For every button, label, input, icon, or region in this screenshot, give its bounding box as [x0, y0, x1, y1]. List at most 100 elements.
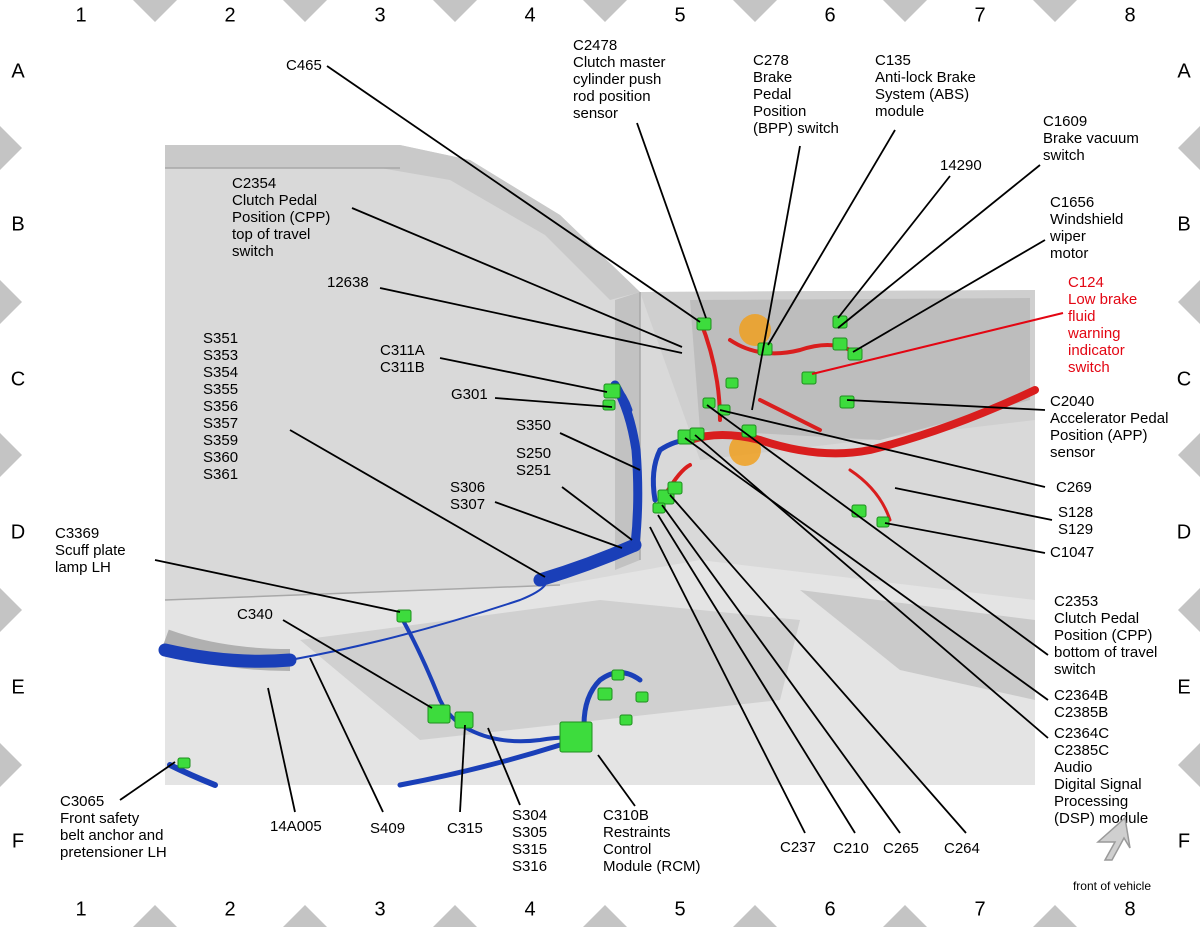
callout-line: Windshield — [1050, 211, 1123, 228]
callout-line: switch — [1054, 661, 1096, 678]
callout-line: Scuff plate — [55, 542, 126, 559]
callout-line: S128 — [1058, 504, 1093, 521]
callout-c1047: C1047 — [1050, 544, 1094, 561]
grid-row-label-right: E — [1177, 676, 1190, 698]
frame-marker-left — [0, 280, 22, 324]
leader-line — [494, 501, 623, 549]
callout-line: S250 — [516, 445, 551, 462]
callout-line: (BPP) switch — [753, 120, 839, 137]
callout-line: S315 — [512, 841, 547, 858]
connector-icon — [696, 317, 712, 331]
callout-line: Position — [753, 103, 806, 120]
callout-line: Brake vacuum — [1043, 130, 1139, 147]
connector-icon — [619, 714, 633, 726]
callout-line: Module (RCM) — [603, 858, 701, 875]
grid-column-label-top: 2 — [224, 4, 235, 26]
callout-text: C1047 — [1050, 544, 1094, 561]
callout-line: G301 — [451, 386, 488, 403]
frame-marker-right — [1178, 126, 1200, 170]
callout-line: Processing — [1054, 793, 1128, 810]
leader-line — [661, 504, 901, 834]
callout-line: C310B — [603, 807, 649, 824]
callout-line: S129 — [1058, 521, 1093, 538]
leader-line — [684, 437, 1049, 701]
front-of-vehicle-indicator: front of vehicle — [1073, 816, 1151, 893]
grid-row-label-right: F — [1178, 830, 1190, 852]
callout-line: C265 — [883, 840, 919, 857]
leader-line — [494, 397, 613, 408]
callout-line: C311B — [380, 359, 425, 376]
leader-line — [846, 399, 1046, 411]
leader-line — [649, 526, 806, 834]
callout-line: lamp LH — [55, 559, 111, 576]
callout-line: Position (CPP) — [232, 209, 330, 226]
callout-line: S357 — [203, 415, 238, 432]
callout-line: S350 — [516, 417, 551, 434]
connector-icon — [454, 711, 474, 729]
callout-text: G301 — [451, 386, 488, 403]
callout-line: 14290 — [940, 157, 982, 174]
callout-line: C278 — [753, 52, 789, 69]
leader-line — [267, 687, 296, 813]
frame-marker-top — [133, 0, 177, 22]
connector-icon — [832, 337, 848, 351]
leader-line — [706, 404, 1049, 656]
callout-line: C2385C — [1054, 742, 1109, 759]
leader-line — [636, 122, 707, 319]
connector-icon — [597, 687, 613, 701]
leader-line — [719, 409, 1046, 488]
leader-line — [657, 514, 856, 834]
leader-lines — [119, 65, 1064, 834]
callout-line: S409 — [370, 820, 405, 837]
callout-line: S306 — [450, 479, 485, 496]
grid-column-label-top: 5 — [674, 4, 685, 26]
connector-icon — [602, 399, 616, 411]
callout-line: Restraints — [603, 824, 671, 841]
callout-line: Anti-lock Brake — [875, 69, 976, 86]
grid-row-label-right: A — [1177, 60, 1191, 82]
callout-line: 12638 — [327, 274, 369, 291]
leader-line — [767, 129, 896, 346]
connector-icon — [757, 342, 773, 356]
callout-line: C210 — [833, 840, 869, 857]
callout-c315: C315 — [447, 820, 483, 837]
callout-line: C2353 — [1054, 593, 1098, 610]
grid-row-label-left: B — [11, 213, 24, 235]
callout-line: switch — [1043, 147, 1085, 164]
grid-column-label-top: 3 — [374, 4, 385, 26]
grid-column-label-bottom: 1 — [75, 898, 86, 920]
callout-line: C1609 — [1043, 113, 1087, 130]
callout-line: Clutch Pedal — [1054, 610, 1139, 627]
leader-line — [751, 145, 801, 411]
leader-line — [811, 312, 1064, 375]
callout-line: sensor — [573, 105, 618, 122]
callout-text: 12638 — [327, 274, 369, 291]
callout-text: C340 — [237, 606, 273, 623]
callout-line: C237 — [780, 839, 816, 856]
callout-line: S316 — [512, 858, 547, 875]
callout-line: C1656 — [1050, 194, 1094, 211]
connector-icon — [177, 757, 191, 769]
callout-line: C1047 — [1050, 544, 1094, 561]
connector-icon — [839, 395, 855, 409]
frame-marker-bottom — [133, 905, 177, 927]
connector-icon — [396, 609, 412, 623]
leader-line — [289, 429, 546, 578]
leader-line — [154, 559, 401, 613]
callout-line: S305 — [512, 824, 547, 841]
leader-line — [282, 619, 433, 709]
